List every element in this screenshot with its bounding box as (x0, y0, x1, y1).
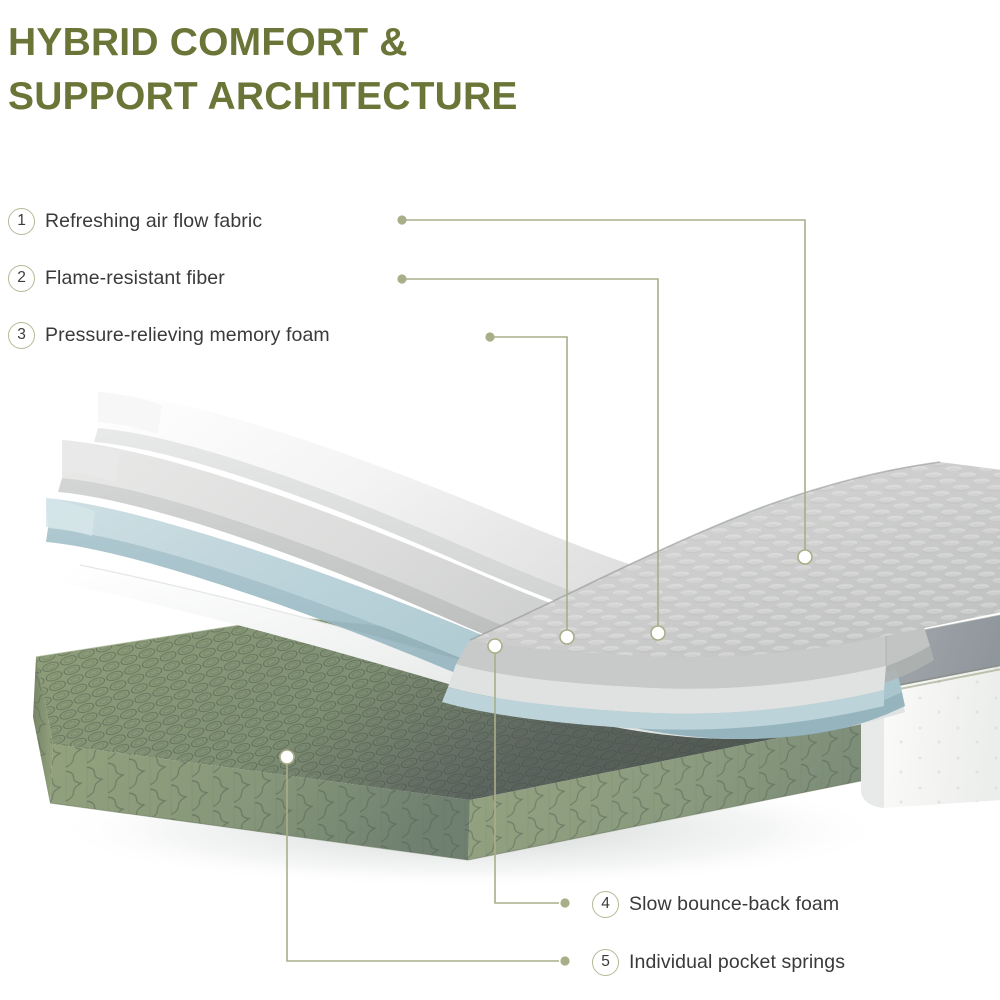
legend-item-4[interactable]: 4 Slow bounce-back foam (592, 891, 839, 918)
page-title: HYBRID COMFORT & SUPPORT ARCHITECTURE (8, 16, 808, 124)
title-line-1: HYBRID COMFORT & (8, 21, 408, 64)
legend-label-4: Slow bounce-back foam (629, 893, 840, 915)
legend-item-5[interactable]: 5 Individual pocket springs (592, 949, 845, 976)
legend-item-3[interactable]: 3 Pressure-relieving memory foam (8, 322, 330, 349)
legend-number-badge-4: 4 (592, 891, 619, 918)
legend-number-badge-3: 3 (8, 322, 35, 349)
legend-label-5: Individual pocket springs (629, 951, 846, 973)
legend-label-1: Refreshing air flow fabric (45, 210, 263, 232)
legend-label-2: Flame-resistant fiber (45, 267, 225, 289)
legend-item-2[interactable]: 2 Flame-resistant fiber (8, 265, 225, 292)
title-line-2: SUPPORT ARCHITECTURE (8, 75, 518, 118)
legend-number-badge-2: 2 (8, 265, 35, 292)
legend-item-1[interactable]: 1 Refreshing air flow fabric (8, 208, 262, 235)
legend-label-3: Pressure-relieving memory foam (45, 324, 330, 346)
legend-number-badge-5: 5 (592, 949, 619, 976)
legend-number-badge-1: 1 (8, 208, 35, 235)
